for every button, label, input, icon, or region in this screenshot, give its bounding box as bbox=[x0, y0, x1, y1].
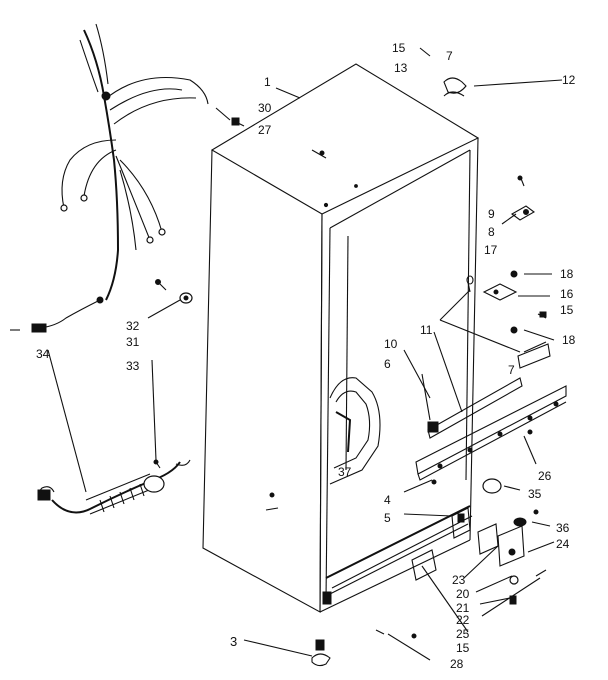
callout-label: 9 bbox=[488, 207, 495, 221]
callout-label: 32 bbox=[126, 319, 140, 333]
cabinet-icon bbox=[202, 63, 480, 613]
callout-labels: 1 30 27 15 7 13 12 9 8 17 18 16 15 18 7 … bbox=[36, 41, 576, 671]
leader-lines bbox=[10, 47, 563, 661]
callout-label: 15 bbox=[560, 303, 574, 317]
callout-label: 15 bbox=[456, 641, 470, 655]
callout-label: 20 bbox=[456, 587, 470, 601]
callout-label: 25 bbox=[456, 627, 470, 641]
bottom-hinge-icon bbox=[411, 421, 547, 605]
callout-label: 11 bbox=[420, 323, 433, 337]
callout-label: 10 bbox=[384, 337, 398, 351]
top-hinge-icon bbox=[443, 77, 547, 334]
callout-label: 8 bbox=[488, 225, 495, 239]
callout-label: 16 bbox=[560, 287, 574, 301]
callout-label: 23 bbox=[452, 573, 466, 587]
callout-label: 7 bbox=[446, 49, 453, 63]
callout-label: 1 bbox=[264, 75, 271, 89]
callout-label: 28 bbox=[450, 657, 464, 671]
mullion-rail-icon bbox=[415, 341, 567, 481]
callout-label: 36 bbox=[556, 521, 570, 535]
leveling-leg-icon bbox=[311, 629, 417, 667]
callout-label: 18 bbox=[560, 267, 574, 281]
callout-label: 31 bbox=[126, 335, 140, 349]
callout-label: 6 bbox=[384, 357, 391, 371]
callout-label: 13 bbox=[394, 61, 408, 75]
callout-label: 34 bbox=[36, 347, 50, 361]
callout-label: 4 bbox=[384, 493, 391, 507]
callout-label: 26 bbox=[538, 469, 552, 483]
callout-label: 30 bbox=[258, 101, 272, 115]
callout-label: 17 bbox=[484, 243, 498, 257]
callout-label: 24 bbox=[556, 537, 570, 551]
callout-label: 21 bbox=[456, 601, 470, 615]
callout-label: 5 bbox=[384, 511, 391, 525]
callout-label: 33 bbox=[126, 359, 140, 373]
callout-label: 27 bbox=[258, 123, 272, 137]
screw-icon bbox=[155, 117, 245, 304]
callout-label: 37 bbox=[338, 465, 352, 479]
wiring-harness-icon bbox=[31, 23, 209, 333]
callout-label: 15 bbox=[392, 41, 406, 55]
callout-label: 35 bbox=[528, 487, 542, 501]
callout-label: 3 bbox=[230, 634, 237, 649]
callout-label: 12 bbox=[562, 73, 576, 87]
callout-label: 18 bbox=[562, 333, 576, 347]
power-cord-icon bbox=[37, 459, 191, 515]
callout-label: 22 bbox=[456, 613, 470, 627]
callout-label: 7 bbox=[508, 363, 515, 377]
